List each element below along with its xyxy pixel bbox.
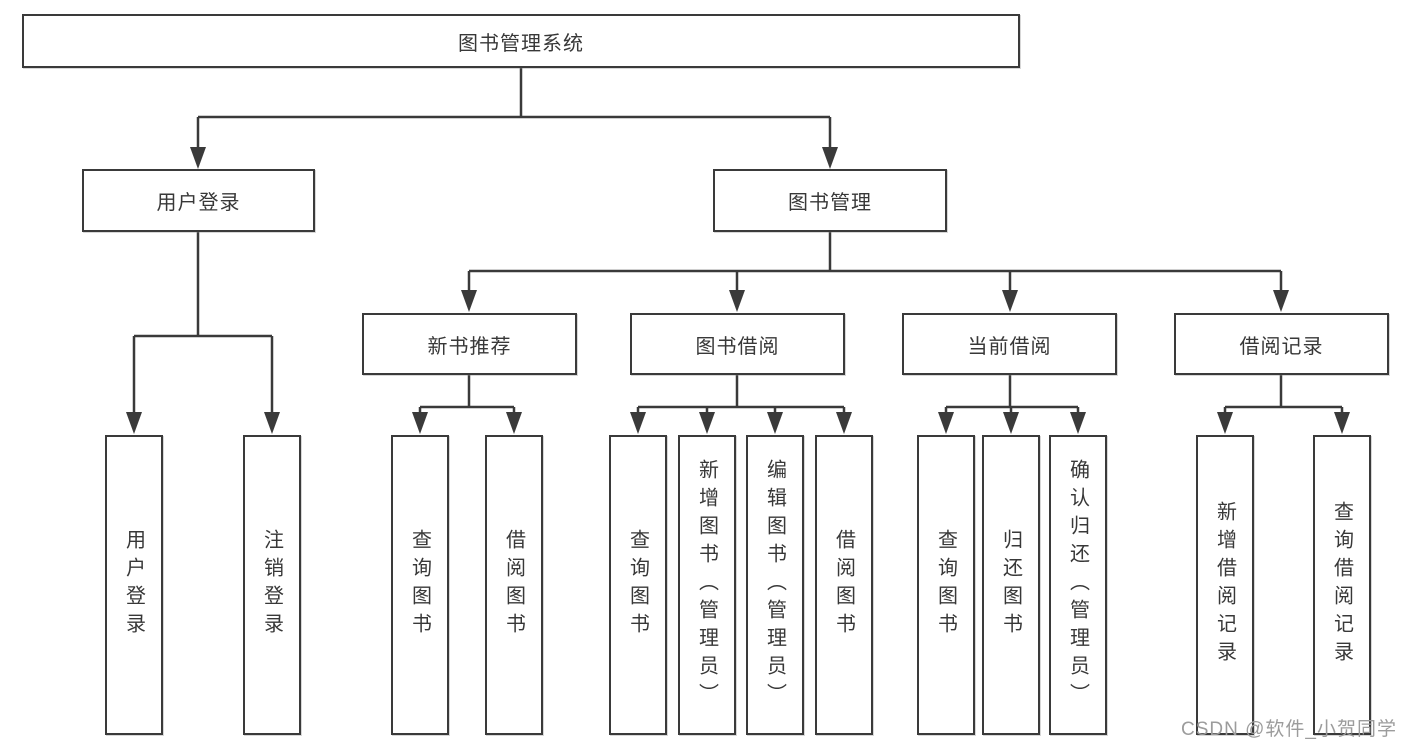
arrow-leaf bbox=[699, 412, 715, 434]
leaf-label: 查询借阅记录 bbox=[1330, 501, 1353, 669]
leaf-query-books-rec: 查询图书 bbox=[391, 435, 449, 735]
connector-book-mgmt-to-level3 bbox=[467, 232, 1283, 292]
connector-root-to-level2 bbox=[196, 68, 832, 149]
leaf-confirm-return-admin: 确认归还（管理员） bbox=[1049, 435, 1107, 735]
arrow-leaf bbox=[767, 412, 783, 434]
leaf-query-books-current: 查询图书 bbox=[917, 435, 975, 735]
connector-book-borrow-to-leaves bbox=[636, 375, 846, 414]
node-borrowing-records: 借阅记录 bbox=[1174, 313, 1389, 375]
leaf-label: 确认归还（管理员） bbox=[1066, 459, 1089, 711]
leaf-user-login: 用户登录 bbox=[105, 435, 163, 735]
leaf-label: 借阅图书 bbox=[502, 529, 525, 641]
node-label: 图书借阅 bbox=[695, 335, 780, 358]
leaf-add-borrow-record: 新增借阅记录 bbox=[1196, 435, 1254, 735]
arrow-to-user-login bbox=[190, 147, 206, 169]
arrow-leaf bbox=[1334, 412, 1350, 434]
arrow-to-leaf-logout bbox=[264, 412, 280, 434]
leaf-label: 查询图书 bbox=[626, 529, 649, 641]
leaf-label: 新增图书（管理员） bbox=[695, 459, 718, 711]
arrow-leaf bbox=[506, 412, 522, 434]
node-label: 用户登录 bbox=[156, 192, 241, 214]
leaf-label: 借阅图书 bbox=[832, 529, 855, 641]
arrow-to-current-borrow bbox=[1002, 290, 1018, 312]
node-user-login: 用户登录 bbox=[82, 169, 315, 232]
leaf-label: 新增借阅记录 bbox=[1213, 501, 1236, 669]
arrow-leaf bbox=[1070, 412, 1086, 434]
node-new-book-recommendation: 新书推荐 bbox=[362, 313, 577, 375]
node-label: 图书管理 bbox=[788, 192, 872, 214]
arrow-to-new-book-rec bbox=[461, 290, 477, 312]
leaf-label: 归还图书 bbox=[999, 529, 1022, 641]
connector-user-login-to-leaves bbox=[132, 232, 274, 414]
node-book-management: 图书管理 bbox=[713, 169, 947, 232]
leaf-label: 查询图书 bbox=[934, 529, 957, 641]
arrow-leaf bbox=[630, 412, 646, 434]
leaf-label: 注销登录 bbox=[260, 529, 283, 641]
connector-current-borrow-to-leaves bbox=[944, 375, 1080, 414]
arrow-to-book-borrow bbox=[729, 290, 745, 312]
leaf-add-books-admin: 新增图书（管理员） bbox=[678, 435, 736, 735]
connector-new-book-rec-to-leaves bbox=[418, 375, 516, 414]
arrow-leaf bbox=[412, 412, 428, 434]
node-label: 借阅记录 bbox=[1239, 335, 1324, 358]
arrow-leaf bbox=[836, 412, 852, 434]
arrow-to-borrow-record bbox=[1273, 290, 1289, 312]
leaf-logout: 注销登录 bbox=[243, 435, 301, 735]
arrow-leaf bbox=[938, 412, 954, 434]
node-label: 图书管理系统 bbox=[458, 32, 584, 55]
leaf-query-borrow-record: 查询借阅记录 bbox=[1313, 435, 1371, 735]
node-label: 新书推荐 bbox=[427, 335, 512, 358]
leaf-label: 编辑图书（管理员） bbox=[763, 459, 786, 711]
connector-borrow-record-to-leaves bbox=[1223, 375, 1344, 414]
arrow-leaf bbox=[1003, 412, 1019, 434]
leaf-query-books-borrow: 查询图书 bbox=[609, 435, 667, 735]
node-label: 当前借阅 bbox=[967, 335, 1052, 358]
node-root-library-system: 图书管理系统 bbox=[22, 14, 1020, 68]
leaf-label: 用户登录 bbox=[122, 529, 145, 641]
arrow-to-leaf-user-login bbox=[126, 412, 142, 434]
arrow-to-book-mgmt bbox=[822, 147, 838, 169]
leaf-borrow-books: 借阅图书 bbox=[815, 435, 873, 735]
leaf-edit-books-admin: 编辑图书（管理员） bbox=[746, 435, 804, 735]
leaf-borrow-books-rec: 借阅图书 bbox=[485, 435, 543, 735]
node-book-borrowing: 图书借阅 bbox=[630, 313, 845, 375]
arrow-leaf bbox=[1217, 412, 1233, 434]
leaf-return-books: 归还图书 bbox=[982, 435, 1040, 735]
leaf-label: 查询图书 bbox=[408, 529, 431, 641]
node-current-borrowing: 当前借阅 bbox=[902, 313, 1117, 375]
